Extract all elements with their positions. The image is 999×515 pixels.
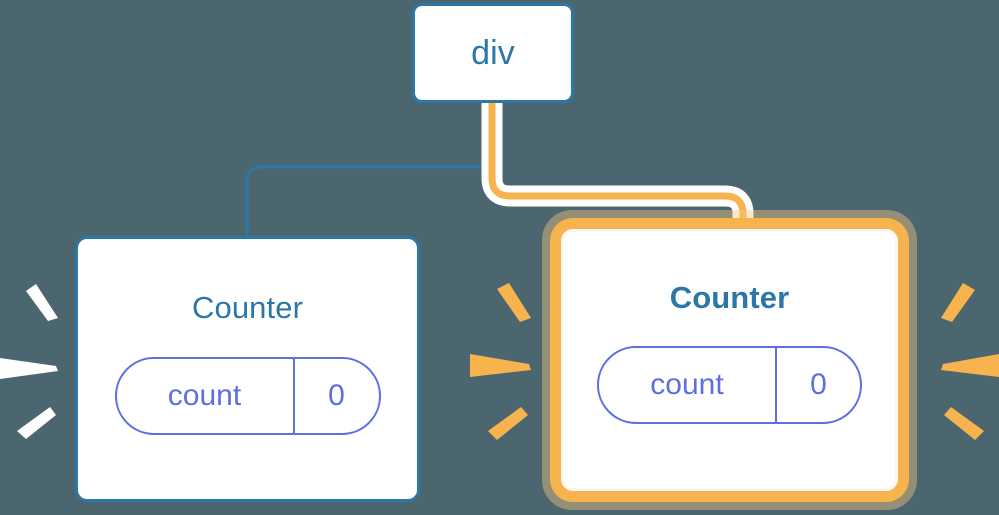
state-pill-counter-right: count 0 <box>597 346 862 424</box>
sparkle-ray <box>497 283 531 322</box>
state-key: count <box>650 368 724 401</box>
node-counter-left[interactable]: Counter count 0 <box>75 236 420 502</box>
node-counter-right[interactable]: Counter count 0 <box>561 229 898 491</box>
node-div[interactable]: div <box>412 3 574 103</box>
state-key: count <box>167 379 242 412</box>
node-counter-left-label: Counter <box>192 290 303 325</box>
state-value: 0 <box>292 359 379 433</box>
sparkle-ray <box>941 283 975 322</box>
state-pill-counter-left: count 0 <box>114 357 381 435</box>
sparkle-ray <box>488 407 528 440</box>
sparkle-ray <box>0 358 58 379</box>
sparkle-ray <box>26 284 58 321</box>
sparkle-ray <box>941 354 999 377</box>
node-div-label: div <box>471 34 515 72</box>
sparkle-ray <box>17 407 56 439</box>
state-value: 0 <box>775 348 860 422</box>
node-counter-right-label: Counter <box>669 280 790 315</box>
sparkle-ray <box>944 407 984 440</box>
edge-div-to-counter-right <box>488 100 747 236</box>
sparkle-ray <box>470 354 531 377</box>
